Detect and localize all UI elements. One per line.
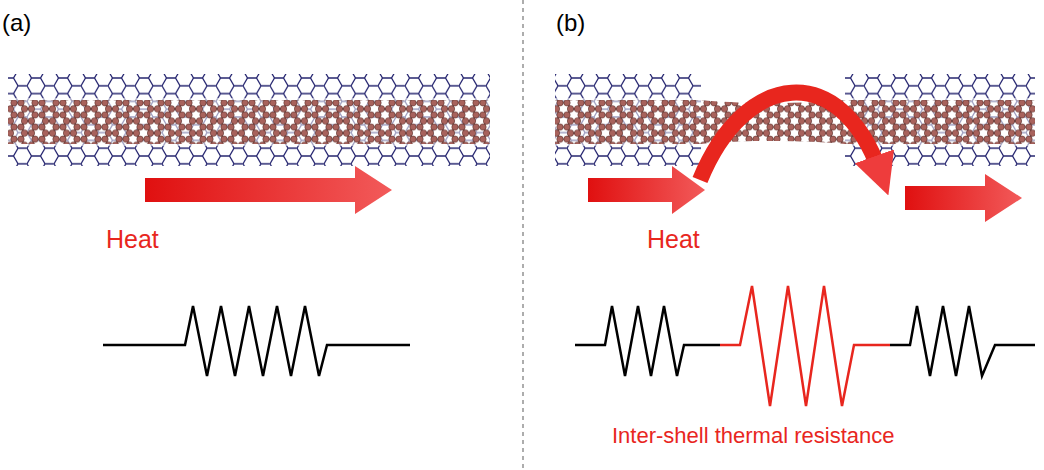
heat-arrow-curved <box>700 93 880 180</box>
heat-arrow <box>145 166 392 214</box>
panel-label: (b) <box>556 10 585 36</box>
resistor-symbol <box>103 306 410 376</box>
heat-label: Heat <box>647 226 700 254</box>
resistance-label: Inter-shell thermal resistance <box>612 424 894 448</box>
nanotube-a <box>8 74 490 166</box>
panel-label: (a) <box>2 10 31 36</box>
resistor-symbol <box>720 286 890 406</box>
resistor-symbol <box>890 306 1035 376</box>
heat-label: Heat <box>106 226 159 254</box>
heat-arrow <box>588 166 705 214</box>
divider-line <box>522 0 523 470</box>
heat-arrow <box>905 174 1022 222</box>
resistor-symbol <box>575 306 720 376</box>
